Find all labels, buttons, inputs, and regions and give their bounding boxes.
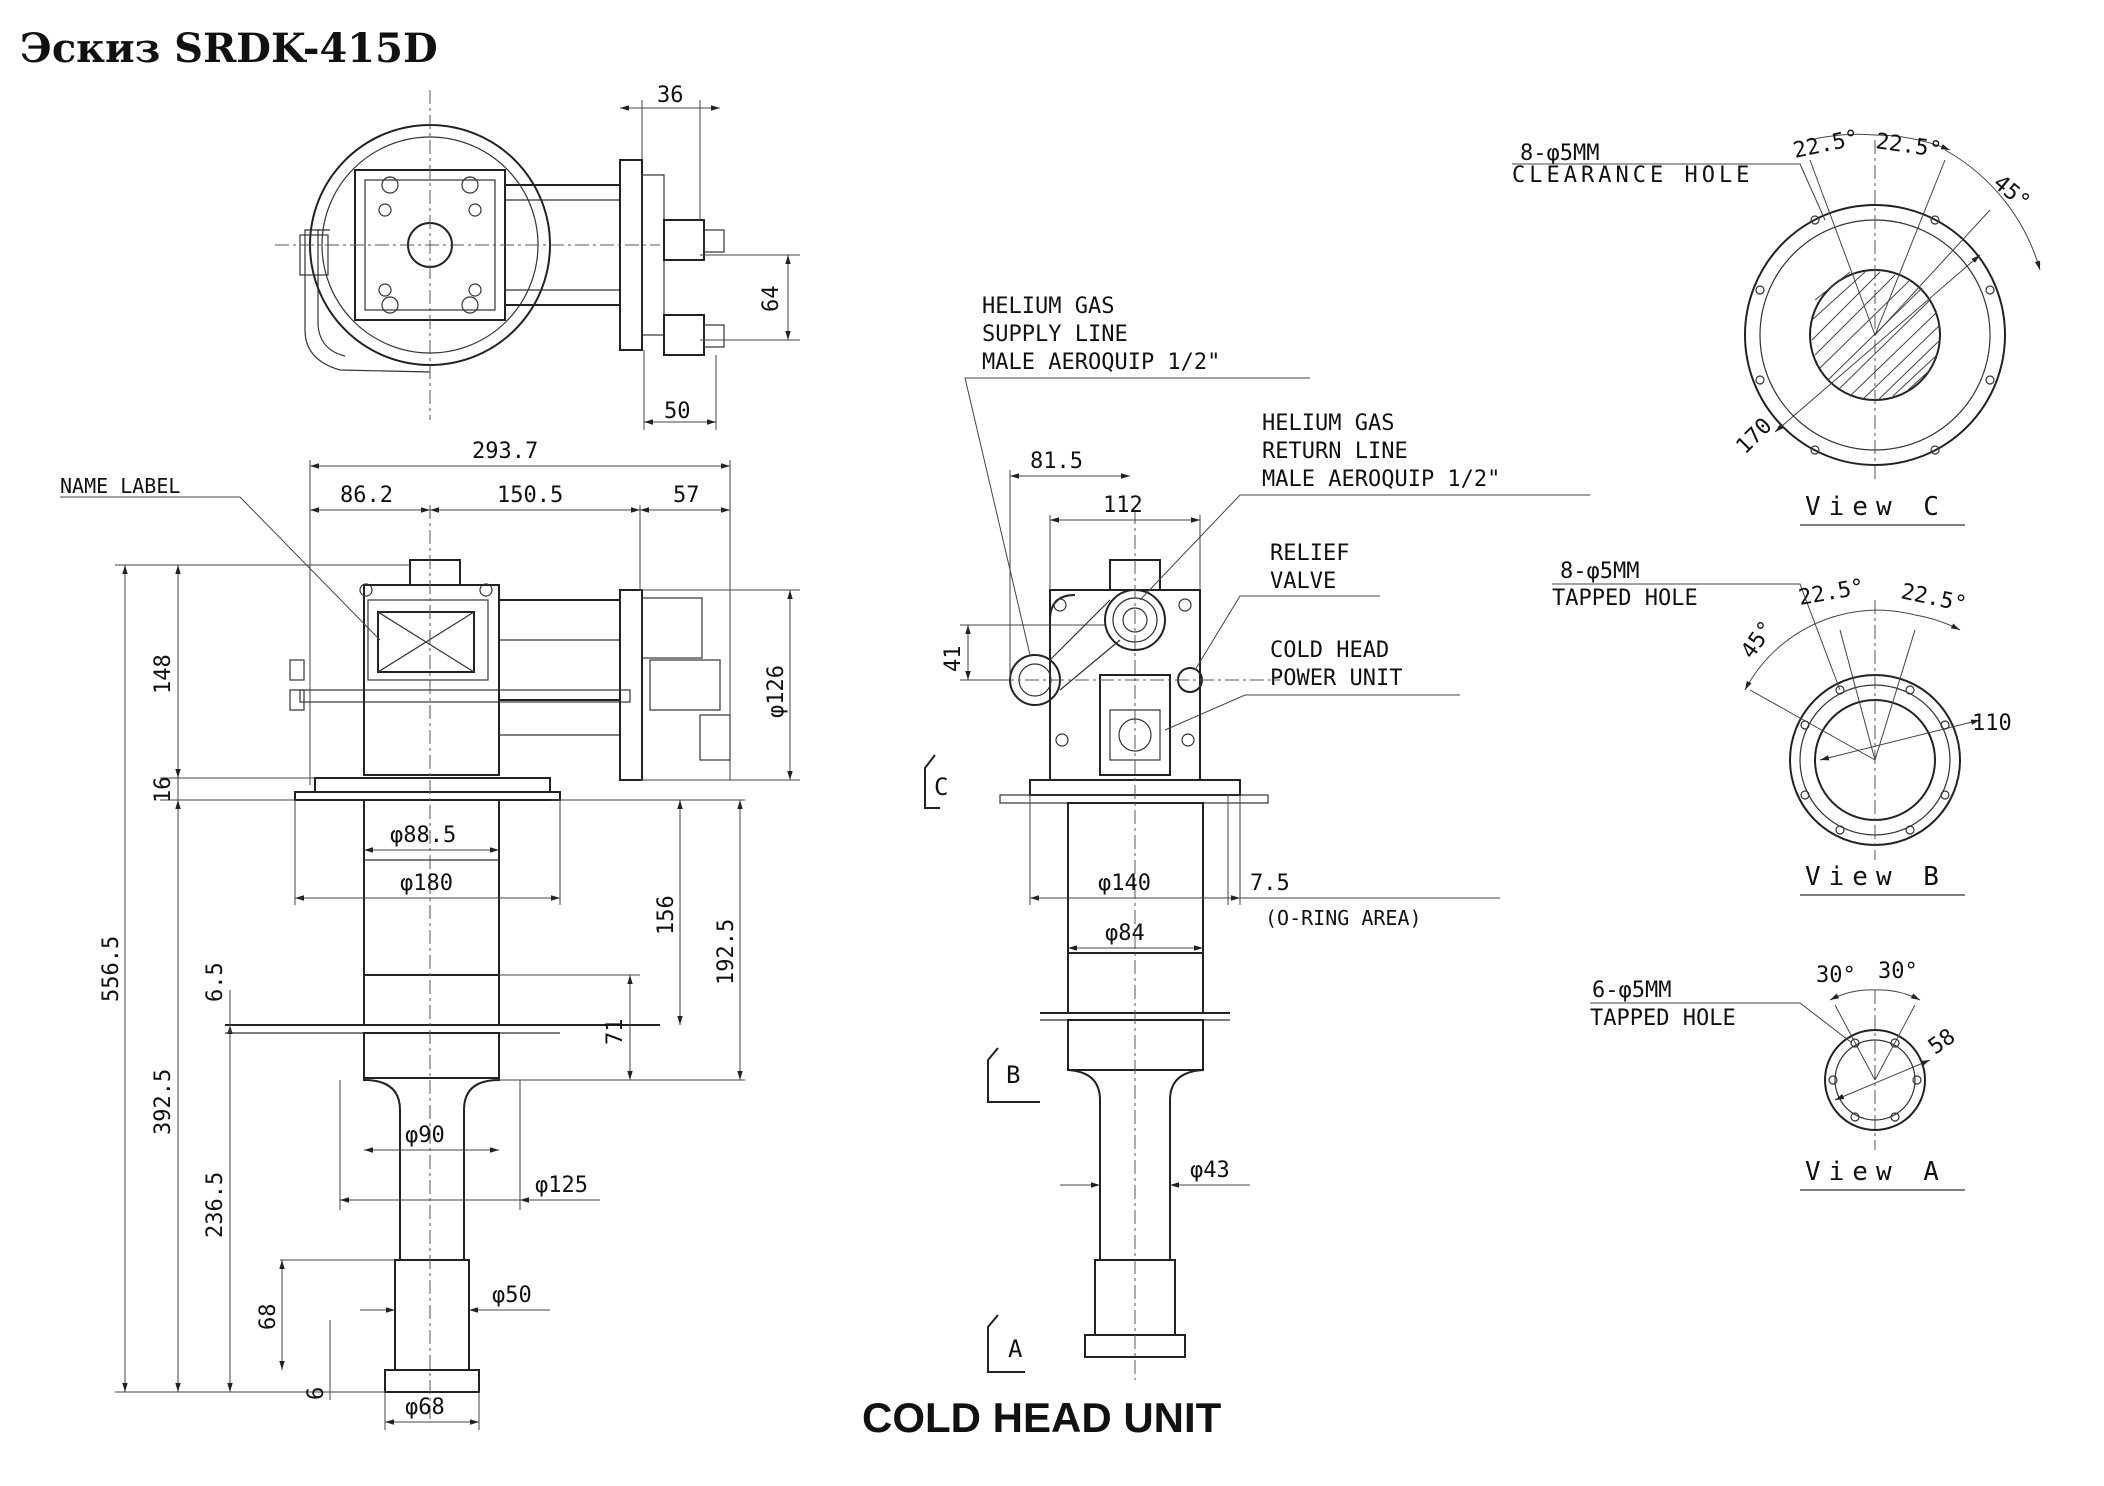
return-line-label-1: HELIUM GAS	[1262, 411, 1394, 436]
view-a-diameter: 58	[1924, 1024, 1960, 1060]
view-c-angle-2: 22.5°	[1874, 129, 1943, 163]
dim-phi84: φ84	[1105, 921, 1145, 946]
dim-556: 556.5	[99, 936, 124, 1002]
view-a-angle-1: 30°	[1816, 963, 1856, 988]
section-mark-b	[987, 1047, 1040, 1103]
dim-192: 192.5	[714, 919, 739, 985]
dim-112: 112	[1103, 493, 1143, 518]
dim-16: 16	[151, 777, 176, 804]
view-a-hole-spec: 6-φ5MM	[1592, 978, 1671, 1003]
supply-line-label-2: SUPPLY LINE	[982, 322, 1128, 347]
view-a-hole-type: TAPPED HOLE	[1590, 1006, 1736, 1031]
dim-phi180: φ180	[400, 871, 453, 896]
view-c: 8-φ5MM CLEARANCE HOLE 22.5° 22.5° 45° 17…	[1512, 126, 2041, 526]
view-b-hole-spec: 8-φ5MM	[1560, 559, 1639, 584]
view-c-hole-type: CLEARANCE HOLE	[1512, 163, 1753, 188]
relief-valve-label-2: VALVE	[1270, 569, 1336, 594]
dim-50: 50	[664, 399, 691, 424]
svg-text:C: C	[934, 773, 948, 801]
dim-6: 6	[304, 1387, 329, 1400]
section-mark-a	[987, 1314, 1025, 1373]
drawing-caption: COLD HEAD UNIT	[862, 1394, 1222, 1441]
dim-71: 71	[603, 1019, 628, 1046]
view-c-angle-1: 22.5°	[1791, 126, 1861, 164]
relief-valve-label-1: RELIEF	[1270, 541, 1349, 566]
view-b-angle-3: 45°	[1736, 617, 1779, 664]
dim-64: 64	[759, 286, 784, 313]
view-a-angle-2: 30°	[1878, 959, 1918, 984]
view-b-angle-2: 22.5°	[1899, 579, 1969, 617]
dim-392: 392.5	[151, 1069, 176, 1135]
dim-36: 36	[657, 83, 684, 108]
dim-phi88: φ88.5	[390, 823, 456, 848]
front-view: HELIUM GAS SUPPLY LINE MALE AEROQUIP 1/2…	[924, 294, 1590, 1380]
dim-86: 86.2	[340, 483, 393, 508]
name-label-callout: NAME LABEL	[60, 474, 180, 498]
power-unit-label-1: COLD HEAD	[1270, 638, 1389, 663]
dim-phi68: φ68	[405, 1395, 445, 1420]
view-b-angle-1: 22.5°	[1797, 575, 1867, 611]
dim-150: 150.5	[497, 483, 563, 508]
dim-phi90: φ90	[405, 1123, 445, 1148]
view-b-hole-type: TAPPED HOLE	[1552, 586, 1698, 611]
view-c-hole-spec: 8-φ5MM	[1520, 141, 1599, 166]
page-title: Эскиз SRDK-415D	[20, 25, 438, 72]
dim-phi125: φ125	[535, 1173, 588, 1198]
dim-57: 57	[673, 483, 700, 508]
o-ring-area-label: (O-RING AREA)	[1265, 906, 1422, 930]
view-b-label: View B	[1805, 862, 1947, 892]
view-c-angle-3: 45°	[1988, 170, 2035, 215]
dim-68: 68	[256, 1304, 281, 1331]
section-mark-c	[924, 754, 940, 809]
svg-text:B: B	[1006, 1061, 1020, 1089]
dim-156: 156	[654, 895, 679, 935]
name-label-plate	[377, 611, 475, 673]
dim-81: 81.5	[1030, 449, 1083, 474]
view-c-diameter: 170	[1732, 413, 1778, 459]
dim-41: 41	[941, 646, 966, 673]
supply-line-label-1: HELIUM GAS	[982, 294, 1114, 319]
svg-text:A: A	[1008, 1335, 1023, 1363]
supply-line-label-3: MALE AEROQUIP 1/2"	[982, 350, 1220, 375]
return-line-label-3: MALE AEROQUIP 1/2"	[1262, 467, 1500, 492]
dim-236: 236.5	[203, 1172, 228, 1238]
dim-7-5: 7.5	[1250, 871, 1290, 896]
return-line-label-2: RETURN LINE	[1262, 439, 1408, 464]
view-c-label: View C	[1805, 492, 1947, 522]
view-a-label: View A	[1805, 1157, 1947, 1187]
view-b: 8-φ5MM TAPPED HOLE 22.5° 22.5° 45° 110 V…	[1552, 559, 2012, 896]
dim-phi43: φ43	[1190, 1158, 1230, 1183]
power-unit-label-2: POWER UNIT	[1270, 666, 1402, 691]
view-b-diameter: 110	[1972, 711, 2012, 736]
dim-phi140: φ140	[1098, 871, 1151, 896]
dim-6-5: 6.5	[203, 962, 228, 1002]
dim-148: 148	[151, 654, 176, 694]
dim-phi50: φ50	[492, 1283, 532, 1308]
dim-phi126: φ126	[764, 665, 789, 718]
top-view: 36 64 50	[275, 83, 800, 430]
view-a: 6-φ5MM TAPPED HOLE 30° 30° 58 View A	[1590, 959, 1965, 1191]
side-view: 293.7 86.2 150.5 57 NAME LABEL 556.5 148…	[60, 439, 800, 1430]
dim-overall-width: 293.7	[472, 439, 538, 464]
